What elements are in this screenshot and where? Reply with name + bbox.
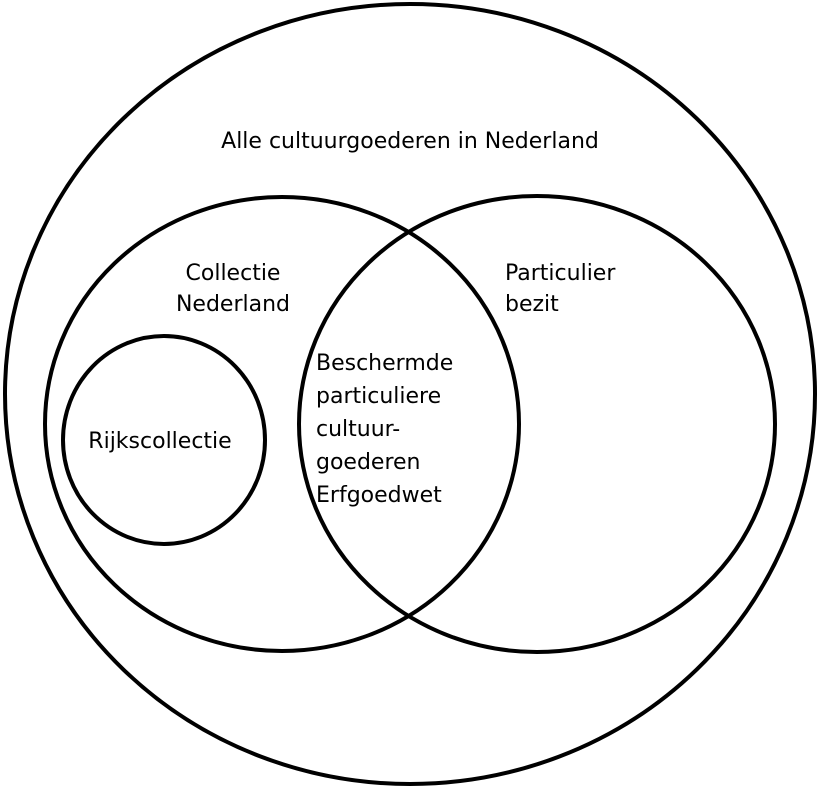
label-rijkscollectie: Rijkscollectie (88, 429, 231, 454)
set-all-cultural-goods (3, 2, 817, 786)
label-intersection-line: goederen (316, 450, 421, 475)
set-particulier-bezit (297, 194, 777, 654)
label-collectie-line: Collectie (186, 261, 281, 286)
label-collectie-line: Nederland (176, 292, 290, 317)
set-collectie-nederland (43, 195, 521, 653)
label-particulier-line: Particulier (505, 261, 616, 286)
label-intersection-line: cultuur- (316, 417, 400, 442)
label-intersection-line: Beschermde (316, 351, 453, 376)
set-rijkscollectie (61, 334, 267, 546)
label-intersection-line: Erfgoedwet (316, 483, 442, 508)
label-intersection-line: particuliere (316, 384, 441, 409)
label-all: Alle cultuurgoederen in Nederland (221, 129, 599, 154)
label-particulier-line: bezit (505, 292, 559, 317)
